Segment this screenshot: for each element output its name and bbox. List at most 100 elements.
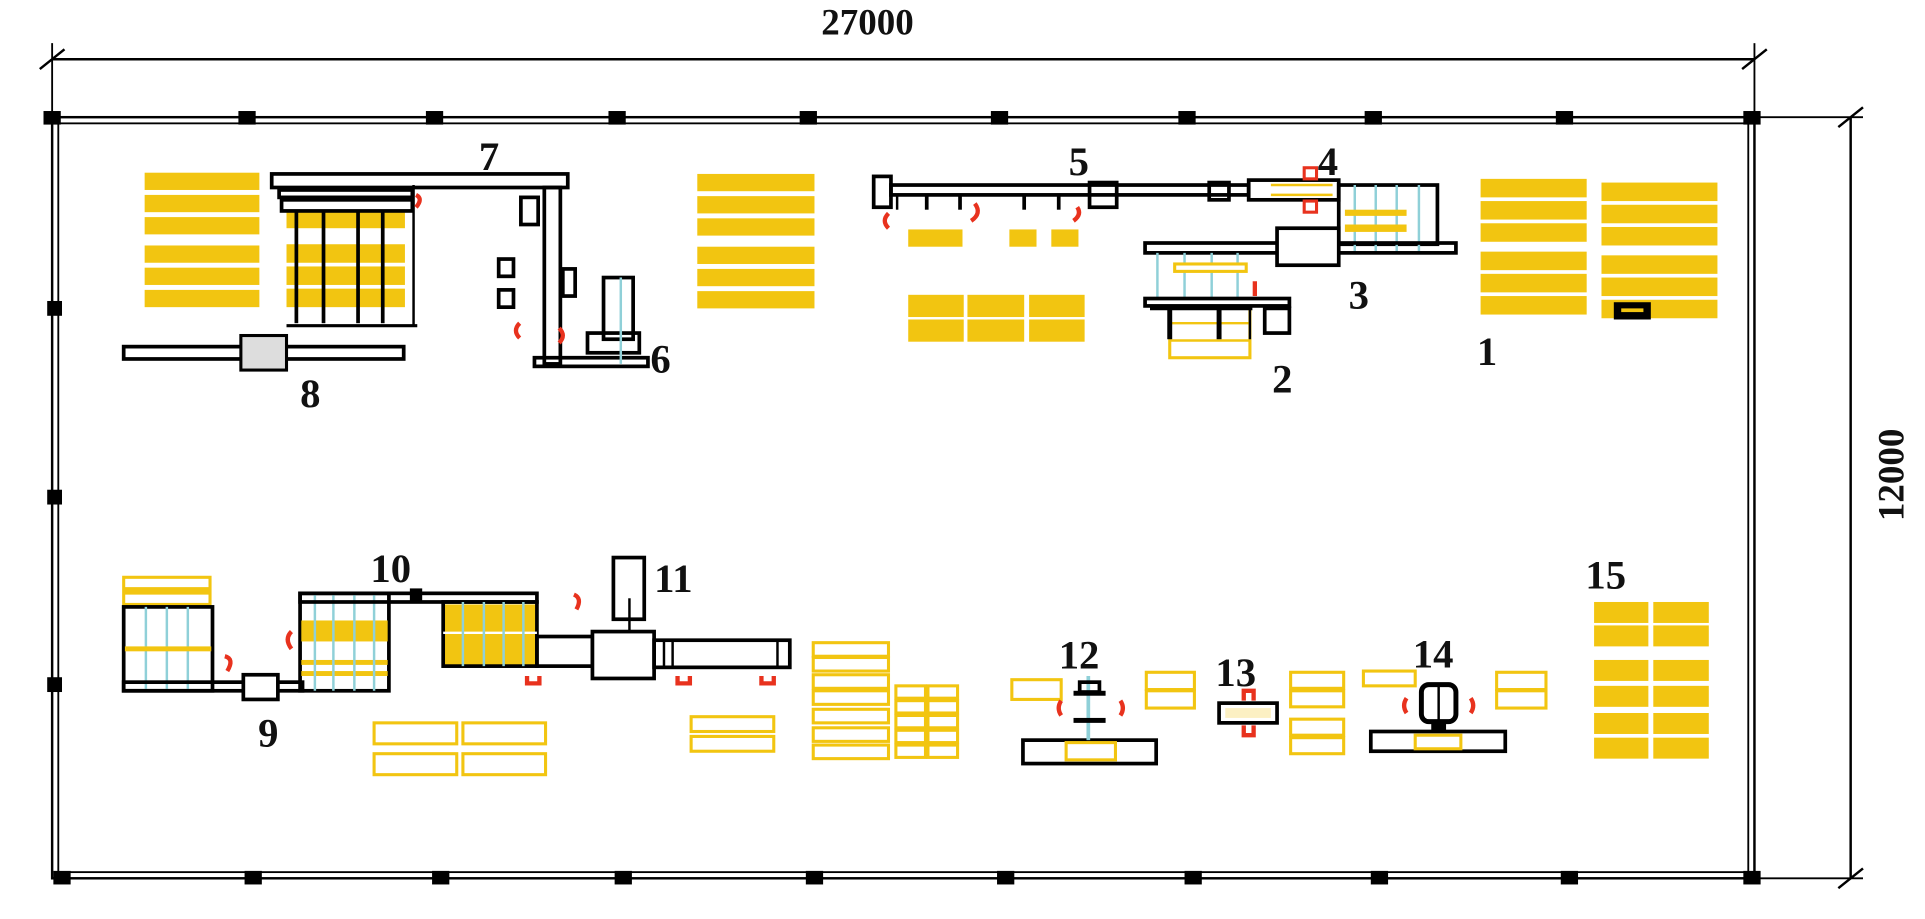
column	[238, 111, 256, 125]
storage-slot	[697, 218, 815, 236]
column	[608, 111, 626, 125]
storage-slot	[1480, 296, 1587, 315]
height-dimension-label: 12000	[1872, 429, 1913, 521]
column	[1364, 111, 1382, 125]
storage-outline	[1289, 689, 1346, 709]
machine-10	[298, 588, 539, 693]
label-10: 10	[370, 546, 411, 591]
storage-outline	[1144, 670, 1196, 692]
storage-slot	[1594, 712, 1649, 734]
storage-outline	[894, 713, 928, 730]
column	[799, 111, 817, 125]
storage-slot	[1594, 685, 1649, 707]
support-bar	[294, 212, 299, 324]
machine-2	[1143, 252, 1292, 360]
storage-slot	[1051, 229, 1079, 247]
storage-outline	[1144, 689, 1196, 710]
column	[1555, 111, 1574, 125]
storage-slot	[967, 294, 1025, 318]
column	[53, 870, 71, 885]
machine-9	[224, 630, 294, 702]
storage-slot	[1653, 712, 1709, 734]
label-11: 11	[654, 556, 692, 601]
column	[614, 870, 632, 885]
column	[43, 111, 61, 125]
storage-outline	[1495, 670, 1548, 692]
storage-slot	[1601, 204, 1718, 224]
storage-slot	[697, 291, 815, 309]
storage-slot	[286, 266, 405, 285]
storage-slot	[1594, 625, 1649, 647]
storage-outline	[926, 728, 960, 745]
storage-slot	[1480, 201, 1587, 220]
storage-slot	[144, 217, 260, 235]
column	[1560, 870, 1579, 885]
storage-slot	[1480, 178, 1587, 198]
height-dimension: 12000	[1754, 106, 1913, 890]
storage-slot	[1594, 737, 1649, 759]
storage-slot	[697, 268, 815, 287]
column	[1178, 111, 1196, 125]
column	[47, 677, 63, 693]
column	[47, 300, 63, 316]
column	[1743, 111, 1761, 125]
storage-slot	[1653, 625, 1709, 647]
rack-middle	[441, 600, 539, 668]
storage-slot	[1480, 223, 1587, 242]
column	[425, 111, 444, 125]
storage-slot	[1653, 685, 1709, 707]
storage-slot	[697, 196, 815, 214]
storage-outlines	[372, 641, 1548, 777]
storage-outline	[894, 728, 928, 745]
storage-outline	[811, 673, 891, 690]
storage-slot	[144, 245, 260, 263]
support-bar	[321, 212, 326, 324]
machine-8	[121, 333, 406, 372]
machine-14	[1368, 682, 1508, 754]
storage-slot	[1653, 737, 1709, 759]
label-4: 4	[1318, 139, 1338, 184]
column	[432, 870, 450, 885]
label-7: 7	[479, 134, 499, 179]
storage-stacks	[144, 172, 1718, 759]
storage-outline	[689, 715, 776, 734]
storage-outline	[894, 684, 928, 700]
storage-slot	[697, 246, 815, 264]
storage-slot	[1594, 659, 1649, 681]
storage-outline	[926, 713, 960, 730]
storage-outline	[689, 734, 776, 753]
building-columns	[43, 111, 1761, 885]
machine-6-frame	[496, 185, 650, 369]
label-14: 14	[1413, 631, 1454, 676]
storage-slot	[286, 288, 405, 308]
machine-7	[269, 172, 570, 328]
machine-13	[1217, 688, 1279, 738]
storage-slot	[144, 172, 260, 190]
support-bar	[380, 212, 385, 324]
label-9: 9	[258, 710, 278, 755]
storage-slot	[1653, 659, 1709, 681]
column	[1370, 870, 1389, 885]
storage-slot	[908, 294, 964, 318]
column	[1184, 870, 1202, 885]
storage-slot	[908, 319, 964, 342]
storage-outline	[1010, 678, 1063, 701]
machine-12	[1021, 675, 1159, 766]
storage-outline	[811, 726, 891, 743]
storage-slot	[1029, 319, 1085, 342]
storage-slot	[908, 229, 963, 247]
column	[1743, 870, 1761, 885]
label-6: 6	[650, 337, 670, 382]
label-15: 15	[1585, 552, 1626, 597]
label-5: 5	[1069, 139, 1089, 184]
storage-outline	[1361, 669, 1417, 688]
storage-outline	[811, 655, 891, 673]
storage-slot	[1601, 226, 1718, 246]
label-3: 3	[1349, 272, 1369, 317]
storage-slot	[1480, 251, 1587, 271]
storage-slot	[967, 319, 1025, 342]
storage-slot	[1029, 294, 1085, 318]
width-dimension: 27000	[39, 3, 1768, 124]
machine-11	[524, 555, 792, 686]
